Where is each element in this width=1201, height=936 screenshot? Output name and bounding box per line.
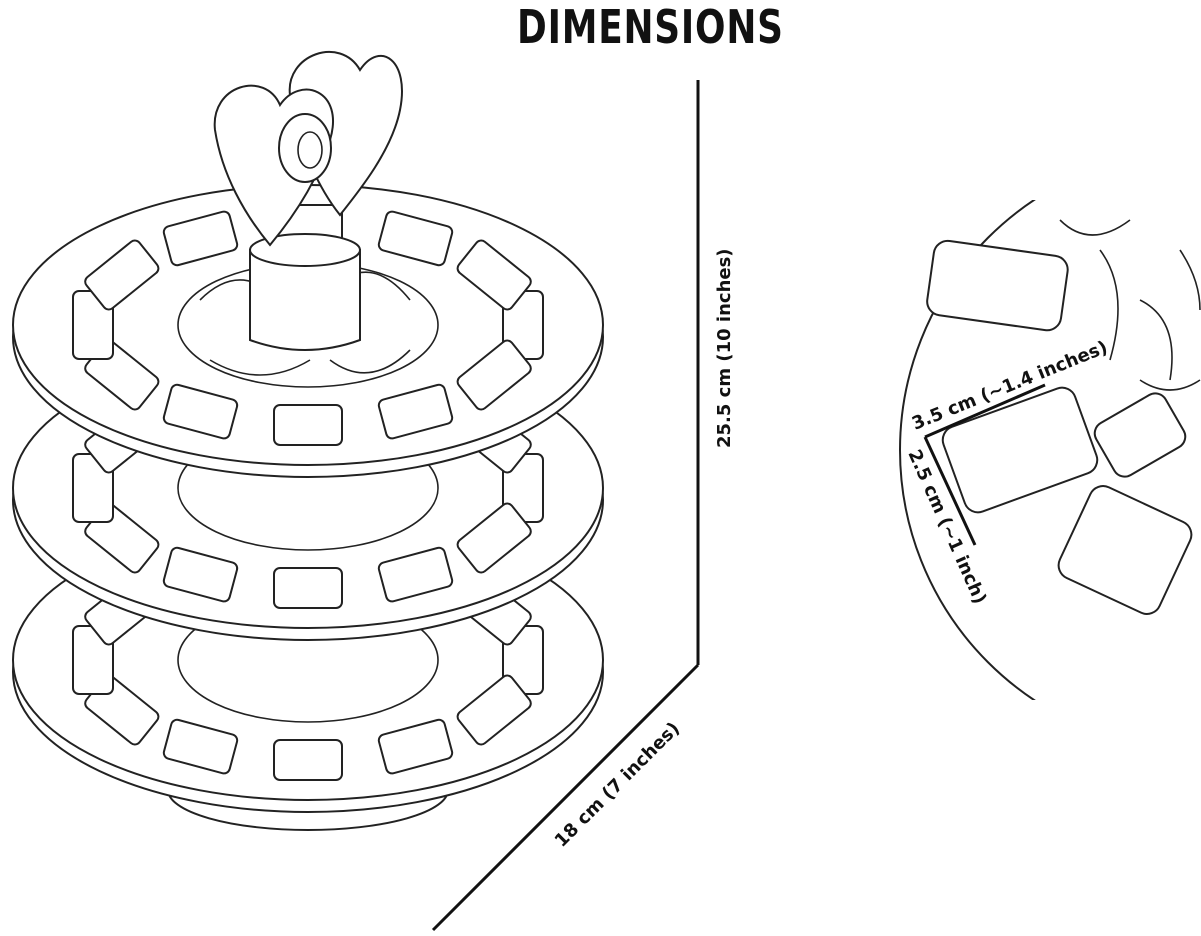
tier-slot	[456, 674, 532, 746]
tier-slot	[162, 546, 239, 603]
tier-slot	[377, 383, 454, 440]
tier-slot	[377, 546, 454, 603]
tier-slot	[456, 339, 532, 411]
tier-slot	[456, 502, 532, 574]
tier-slot	[273, 404, 343, 446]
tier-slot	[84, 239, 160, 311]
stand-illustration	[12, 51, 604, 831]
tier-slot	[162, 383, 239, 440]
diameter-label: 18 cm (7 inches)	[551, 718, 684, 851]
center-post	[249, 249, 361, 351]
tier-slot	[162, 718, 239, 775]
slot-height-line	[923, 436, 977, 546]
diameter-line	[431, 663, 700, 932]
dimension-lines	[431, 80, 700, 932]
height-label: 25.5 cm (10 inches)	[714, 248, 735, 448]
detail-view	[899, 200, 1201, 700]
tier-slot	[377, 210, 454, 267]
tier-slot	[273, 739, 343, 781]
tier-slot	[456, 239, 532, 311]
slot-width-line	[924, 383, 1046, 439]
tier-slot	[377, 718, 454, 775]
page-title: DIMENSIONS	[517, 0, 784, 54]
tier-slot	[273, 567, 343, 609]
heart-handle	[213, 51, 403, 247]
tier-slot	[162, 210, 239, 267]
